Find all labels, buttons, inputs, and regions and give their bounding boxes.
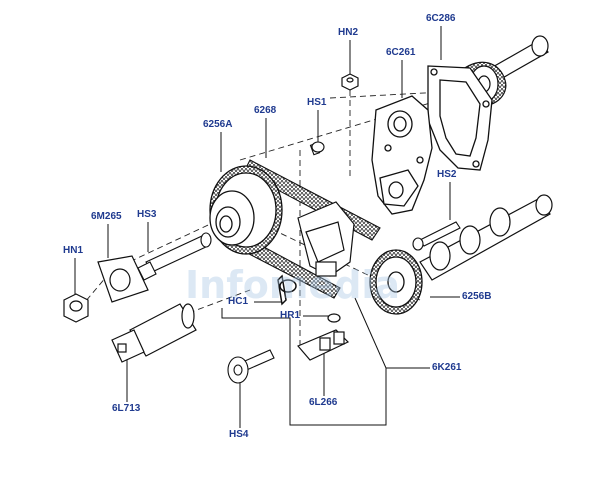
label-6l713: 6L713 [112,403,141,414]
tensioner-bracket [297,329,350,361]
label-hs3: HS3 [137,209,157,220]
washer-6m265 [97,255,149,303]
label-6c286: 6C286 [426,13,456,24]
clip-hc1 [277,274,297,306]
label-6256b: 6256B [462,291,492,302]
label-hc1: HC1 [228,296,249,307]
label-hn1: HN1 [63,245,84,256]
label-6l266: 6L266 [309,397,338,408]
chain-tensioner [297,201,355,277]
nut-hn2 [341,73,359,91]
lower-camshaft [419,194,553,281]
label-hs1: HS1 [307,97,327,108]
label-6k261: 6K261 [432,362,462,373]
label-6c261: 6C261 [386,47,416,58]
bolt-hs1 [309,141,325,156]
gasket [427,65,493,171]
solenoid-6l713 [111,303,197,363]
nut-hn1 [63,293,89,323]
sprocket-6256b [369,249,423,315]
label-hn2: HN2 [338,27,359,38]
bolt-hs2 [412,221,461,251]
label-hr1: HR1 [280,310,301,321]
leader-lines [74,26,460,428]
bolt-hs4 [227,349,275,384]
bolt-hs3 [137,232,212,281]
ring-hr1 [327,313,341,323]
sprocket-6256a [209,165,283,255]
label-hs4: HS4 [229,429,249,440]
watermark: Infomedia [185,263,400,307]
label-6m265: 6M265 [91,211,122,222]
timing-cover [371,95,433,215]
label-hs2: HS2 [437,169,457,180]
label-6268: 6268 [254,105,277,116]
label-6256a: 6256A [203,119,233,130]
